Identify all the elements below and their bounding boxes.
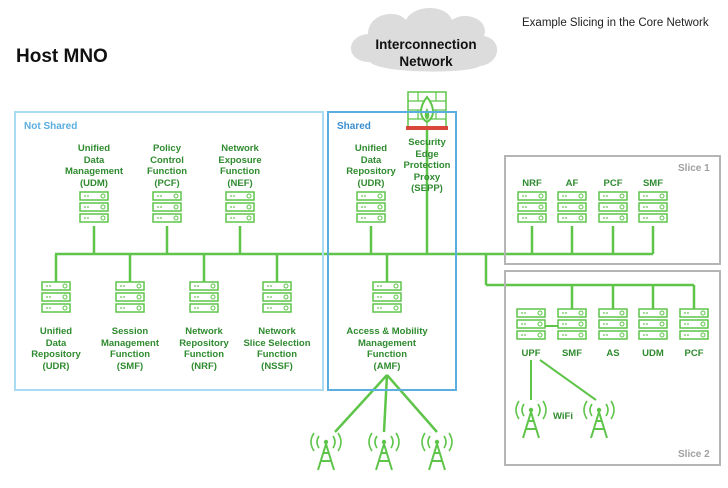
- slice1-server-icon: [598, 191, 628, 223]
- slice1-item-nrf: NRF: [522, 178, 542, 189]
- slice1-server-icon: [638, 191, 668, 223]
- amf-antenna-line: [386, 374, 438, 433]
- udr-server-icon: [41, 281, 71, 313]
- slice2-item-udm: UDM: [642, 348, 664, 359]
- slice1-group: [504, 155, 721, 265]
- diagram-caption: Example Slicing in the Core Network: [522, 17, 709, 29]
- slice1-label: Slice 1: [678, 163, 710, 174]
- slice1-item-af: AF: [565, 178, 579, 189]
- amf-server-icon: [372, 281, 402, 313]
- not-shared-label: Not Shared: [24, 121, 78, 132]
- slice2-item-pcf: PCF: [684, 348, 704, 359]
- nssf-server-icon: [262, 281, 292, 313]
- sepp-label: Security Edge Protection Proxy (SEPP): [403, 137, 451, 194]
- amf-label: Access & Mobility Management Function (A…: [346, 326, 428, 372]
- nrf-server-icon: [189, 281, 219, 313]
- pcf-label: Policy Control Function (PCF): [146, 143, 188, 189]
- amf-antenna-line: [382, 374, 389, 433]
- slice2-server-icon: [679, 308, 709, 340]
- nef-server-icon: [225, 191, 255, 223]
- wifi-label: WiFi: [553, 411, 573, 422]
- udr-bottom-label: Unified Data Repository (UDR): [31, 326, 81, 372]
- shared-group: [327, 111, 457, 391]
- udr-shared-server-icon: [356, 191, 386, 223]
- slice2-server-icon: [516, 308, 546, 340]
- slice2-server-icon: [598, 308, 628, 340]
- nssf-label: Network Slice Selection Function (NSSF): [243, 326, 311, 372]
- upf-wifi-line: [539, 359, 597, 401]
- udm-label: Unified Data Management (UDM): [64, 143, 124, 189]
- slice2-item-smf: SMF: [561, 348, 583, 359]
- pcf-server-icon: [152, 191, 182, 223]
- slice2-group: [504, 270, 721, 466]
- slice1-server-icon: [517, 191, 547, 223]
- shared-label: Shared: [337, 121, 371, 132]
- slice2-server-icon: [557, 308, 587, 340]
- slice1-item-smf: SMF: [642, 178, 664, 189]
- udr-shared-label: Unified Data Repository (UDR): [346, 143, 396, 189]
- cloud-icon: [350, 8, 498, 72]
- udm-server-icon: [79, 191, 109, 223]
- cloud-label: Interconnection Network: [375, 37, 477, 69]
- amf-antenna-icon-1: [310, 432, 342, 471]
- slice2-label: Slice 2: [678, 449, 710, 460]
- page-title: Host MNO: [16, 46, 108, 67]
- slice1-item-pcf: PCF: [603, 178, 623, 189]
- nef-label: Network Exposure Function (NEF): [218, 143, 262, 189]
- wifi-antenna-icon-2: [583, 400, 615, 439]
- amf-antenna-line: [334, 374, 388, 433]
- smf-server-icon: [115, 281, 145, 313]
- amf-antenna-icon-3: [421, 432, 453, 471]
- slice1-server-icon: [557, 191, 587, 223]
- nrf-bottom-label: Network Repository Function (NRF): [179, 326, 229, 372]
- slice2-server-icon: [638, 308, 668, 340]
- smf-bottom-label: Session Management Function (SMF): [100, 326, 160, 372]
- firewall-icon: [406, 91, 448, 130]
- not-shared-group: [14, 111, 324, 391]
- wifi-antenna-icon-1: [515, 400, 547, 439]
- amf-antenna-icon-2: [368, 432, 400, 471]
- slice2-item-as: AS: [606, 348, 620, 359]
- slice2-item-upf: UPF: [521, 348, 541, 359]
